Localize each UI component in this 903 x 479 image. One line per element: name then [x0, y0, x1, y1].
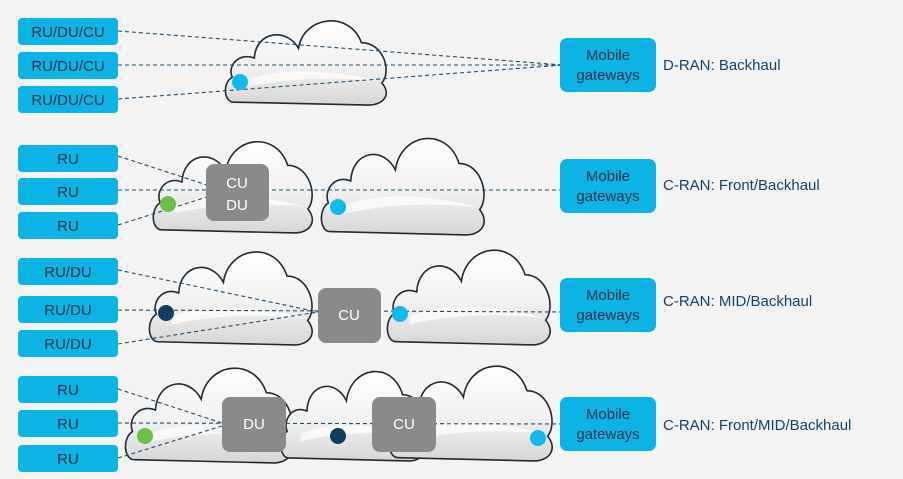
mobile-gateways-box	[560, 159, 656, 213]
link-row2-a	[117, 155, 211, 187]
dot-cyan	[530, 430, 546, 446]
access-tag-label: RU/DU	[44, 264, 92, 281]
dot-cyan	[232, 74, 248, 90]
row-c-ran-front-backhaul: RU RU RU CU DU Mobile gateways C-RAN: Fr…	[18, 145, 820, 239]
dots	[137, 74, 546, 446]
links	[117, 30, 564, 459]
access-tag	[18, 410, 118, 437]
access-tag-label: RU	[57, 151, 79, 168]
gateway-label-line2: gateways	[576, 426, 639, 443]
access-tag	[18, 178, 118, 205]
row-c-ran-mid-backhaul: RU/DU RU/DU RU/DU CU Mobile gateways C-R…	[18, 258, 812, 357]
dot-navy	[158, 305, 174, 321]
link-row1-c	[117, 64, 564, 100]
access-tag	[18, 330, 118, 357]
cu-box	[372, 397, 436, 452]
access-tag	[18, 18, 118, 45]
cloud-row3-right	[386, 249, 552, 346]
gateway-label-line2: gateways	[576, 307, 639, 324]
cu-du-box	[206, 164, 269, 221]
gateway-label-line1: Mobile	[586, 168, 630, 185]
dot-green	[160, 196, 176, 212]
access-tag	[18, 376, 118, 403]
access-tag-label: RU/DU	[44, 302, 92, 319]
gateway-label-line1: Mobile	[586, 406, 630, 423]
access-tag-label: RU/DU/CU	[31, 92, 104, 109]
access-tag	[18, 145, 118, 172]
node-label: CU	[338, 307, 360, 324]
access-tag	[18, 445, 118, 472]
dot-green	[137, 428, 153, 444]
access-tag	[18, 212, 118, 239]
row-c-ran-front-mid-backhaul: RU RU RU DU CU Mobile gateways C-RAN: Fr…	[18, 376, 851, 472]
access-tag-label: RU/DU/CU	[31, 58, 104, 75]
mobile-gateways-box	[560, 278, 656, 332]
access-tag-label: RU	[57, 416, 79, 433]
link-row1-a	[117, 30, 564, 66]
access-tag	[18, 296, 118, 323]
row-label: C-RAN: Front/Backhaul	[663, 177, 820, 194]
access-tag	[18, 86, 118, 113]
access-tag-label: RU/DU/CU	[31, 24, 104, 41]
access-tag-label: RU/DU	[44, 336, 92, 353]
link-row3-a	[117, 269, 319, 313]
access-tag-label: RU	[57, 184, 79, 201]
access-tag-label: RU	[57, 218, 79, 235]
cu-box	[318, 288, 381, 343]
dot-navy	[330, 428, 346, 444]
du-box	[222, 397, 286, 452]
node-label: CU	[393, 416, 415, 433]
cloud-row3-left	[148, 251, 314, 346]
node-label-line2: DU	[226, 197, 248, 214]
mobile-gateways-box	[560, 397, 656, 451]
dot-cyan	[330, 199, 346, 215]
link-row2-c	[117, 195, 211, 226]
gateway-label-line2: gateways	[576, 188, 639, 205]
cloud-row1	[224, 20, 388, 106]
gateway-label-line1: Mobile	[586, 47, 630, 64]
access-tag-label: RU	[57, 451, 79, 468]
row-label: C-RAN: Front/MID/Backhaul	[663, 417, 851, 434]
row-label: C-RAN: MID/Backhaul	[663, 293, 812, 310]
node-label: DU	[243, 416, 265, 433]
node-label-line1: CU	[226, 175, 248, 192]
link-row3-c	[117, 311, 319, 345]
clouds	[124, 20, 554, 464]
access-tag-label: RU	[57, 382, 79, 399]
row-d-ran-backhaul: RU/DU/CU RU/DU/CU RU/DU/CU Mobile gatewa…	[18, 18, 781, 113]
mobile-gateways-box	[560, 38, 656, 92]
dot-cyan	[392, 306, 408, 322]
cloud-row2-right	[320, 137, 486, 236]
gateway-label-line1: Mobile	[586, 287, 630, 304]
row-label: D-RAN: Backhaul	[663, 57, 781, 74]
access-tag	[18, 52, 118, 79]
access-tag	[18, 258, 118, 285]
gateway-label-line2: gateways	[576, 67, 639, 84]
link-row4-a	[117, 388, 223, 424]
